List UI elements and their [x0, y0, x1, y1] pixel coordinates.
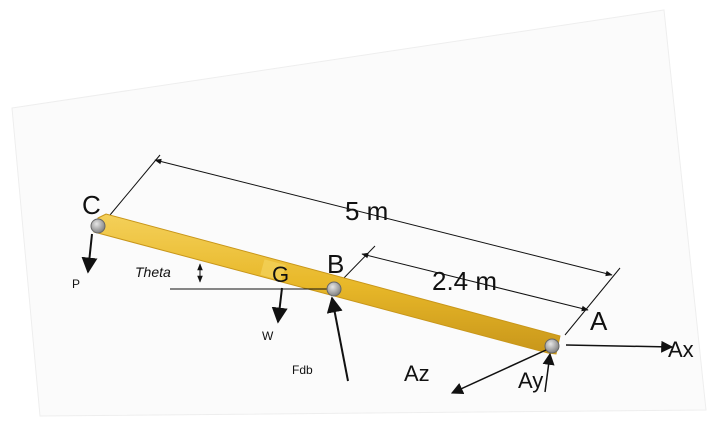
force-ax: Ax [565, 337, 694, 362]
force-ax-arrow [565, 340, 674, 353]
force-ay-label: Ay [518, 368, 543, 393]
force-p-label: P [72, 277, 80, 291]
dimension-partial-label: 2.4 m [432, 266, 497, 296]
extension-line-c [109, 154, 161, 216]
force-w-label: W [262, 329, 274, 343]
point-label-g: G [272, 262, 289, 287]
beam-highlight-g [260, 259, 286, 281]
joint-c [90, 218, 106, 234]
extension-line-b [339, 245, 376, 283]
force-w: W [262, 287, 288, 343]
force-ax-label: Ax [668, 337, 694, 362]
force-ay: Ay [518, 352, 555, 393]
point-label-a: A [590, 306, 608, 336]
extension-line-a [564, 267, 621, 336]
force-p-arrow [81, 233, 98, 274]
theta-angle: Theta [135, 263, 330, 290]
force-az: Az [404, 349, 547, 394]
joint-a [544, 338, 560, 354]
dimension-line-partial [361, 252, 589, 312]
force-az-arrow [450, 349, 547, 394]
force-ay-arrow [542, 352, 555, 393]
force-fdb: Fdb [292, 296, 349, 382]
joint-b [326, 281, 342, 297]
force-fdb-arrow [326, 296, 349, 382]
dimension-total-label: 5 m [345, 196, 388, 226]
dimension-partial: 2.4 m [339, 245, 589, 312]
force-w-arrow [271, 287, 288, 324]
force-p: P [72, 233, 98, 291]
force-fdb-label: Fdb [292, 363, 313, 377]
point-label-b: B [327, 249, 344, 279]
point-label-c: C [82, 190, 101, 220]
theta-label: Theta [135, 264, 171, 280]
force-az-label: Az [404, 361, 430, 386]
